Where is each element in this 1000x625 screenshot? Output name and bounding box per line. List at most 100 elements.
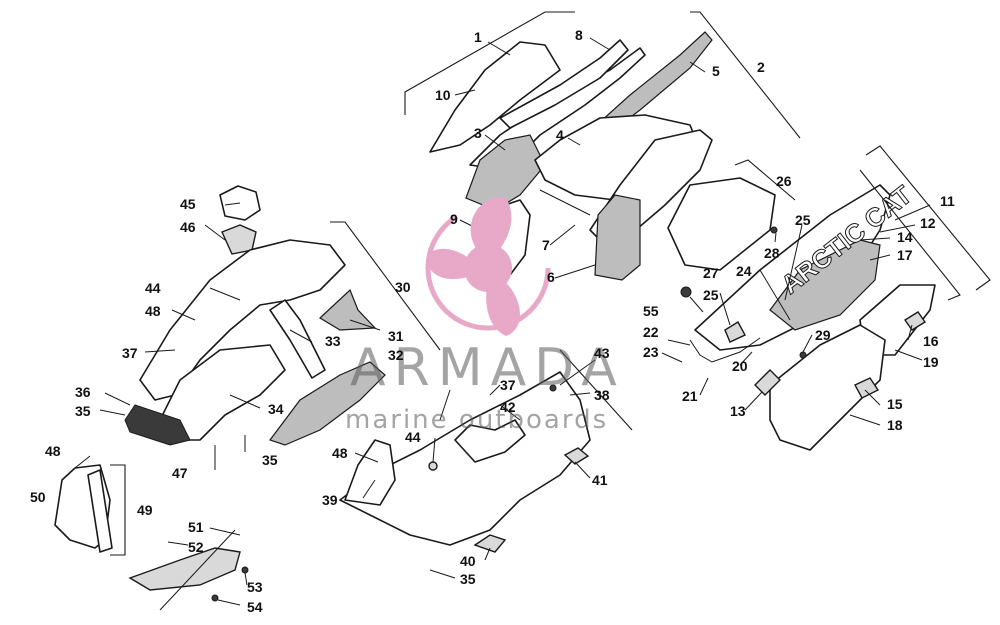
callout-15: 15 <box>887 396 903 412</box>
part-31-pad <box>319 288 377 331</box>
callout-38: 38 <box>594 387 610 403</box>
part-36-bracket <box>124 404 191 446</box>
callout-9: 9 <box>450 211 458 227</box>
part-51-rod <box>159 529 236 611</box>
callout-24: 24 <box>736 263 752 279</box>
bellypan-group <box>339 371 591 553</box>
callout-27: 27 <box>703 265 719 281</box>
callout-44b: 44 <box>405 429 421 445</box>
callout-41: 41 <box>592 472 608 488</box>
group-bracket-2 <box>690 11 801 139</box>
part-42-bellypan <box>339 371 591 546</box>
callout-numbers: 1 2 3 4 5 6 7 8 9 10 11 12 13 14 15 16 1… <box>30 27 955 615</box>
group-bracket-12 <box>859 169 961 301</box>
callout-51: 51 <box>188 519 204 535</box>
part-55-knob <box>680 286 692 298</box>
callout-8: 8 <box>575 27 583 43</box>
callout-35c: 35 <box>460 571 476 587</box>
part-39-side <box>344 439 396 506</box>
part-25-grommet <box>724 321 746 343</box>
callout-52: 52 <box>188 539 204 555</box>
callout-36: 36 <box>75 384 91 400</box>
part-13-vent <box>754 369 781 396</box>
part-37-insert <box>454 419 526 463</box>
part-46-ring <box>221 224 257 255</box>
part-32-panel <box>269 361 386 446</box>
part-44-grommet <box>428 461 438 471</box>
part-15-clip <box>854 377 880 399</box>
callout-45: 45 <box>180 196 196 212</box>
callout-19: 19 <box>923 354 939 370</box>
callout-37a: 37 <box>122 345 138 361</box>
group-bracket-49 <box>110 464 126 556</box>
callout-11: 11 <box>940 193 955 209</box>
callout-21: 21 <box>682 388 698 404</box>
callout-30: 30 <box>395 279 411 295</box>
callout-49: 49 <box>137 502 153 518</box>
callout-48b: 48 <box>332 445 348 461</box>
part-8-strip <box>499 39 629 129</box>
callout-47: 47 <box>172 465 188 481</box>
part-4-leader-line <box>539 189 591 216</box>
part-52-plate <box>128 547 241 591</box>
callout-29: 29 <box>815 327 831 343</box>
callout-53: 53 <box>247 579 263 595</box>
callout-25b: 25 <box>703 287 719 303</box>
small-parts-group <box>54 464 249 611</box>
callout-26: 26 <box>776 173 792 189</box>
propeller-icon <box>425 197 551 336</box>
part-33-support <box>269 299 326 379</box>
callout-34: 34 <box>268 401 284 417</box>
callout-14: 14 <box>897 229 913 245</box>
callout-1: 1 <box>474 29 482 45</box>
group-bracket-30 <box>330 221 441 351</box>
part-29-fastener <box>799 351 807 359</box>
part-40-plug <box>473 534 507 553</box>
callout-13: 13 <box>730 403 746 419</box>
part-10-panel <box>429 41 561 153</box>
callout-50: 50 <box>30 489 46 505</box>
part-28-fastener <box>770 226 778 234</box>
callout-7: 7 <box>542 237 550 253</box>
group-bracket-38 <box>559 349 633 431</box>
callout-48c: 48 <box>45 443 61 459</box>
callout-18: 18 <box>887 417 903 433</box>
callout-28: 28 <box>764 245 780 261</box>
part-41-plug <box>563 447 590 465</box>
callout-55: 55 <box>643 303 659 319</box>
part-49-bracket <box>87 469 113 553</box>
callout-20: 20 <box>732 358 748 374</box>
callout-44a: 44 <box>145 280 161 296</box>
part-18-lower-panel <box>769 324 886 451</box>
part-53-screw <box>241 566 249 574</box>
callout-43: 43 <box>594 345 610 361</box>
callout-31: 31 <box>388 328 404 344</box>
callout-17: 17 <box>897 247 913 263</box>
group-bracket-11 <box>865 145 991 291</box>
watermark-subtitle: marine outboards <box>345 405 608 435</box>
seat-group <box>429 31 713 281</box>
callout-6: 6 <box>547 269 555 285</box>
part-22-cable <box>689 337 761 363</box>
front-hood-group <box>124 185 386 470</box>
part-6-pad <box>594 194 641 281</box>
callout-35a: 35 <box>75 403 91 419</box>
part-16-clip <box>904 311 926 331</box>
leader-lines <box>74 37 931 606</box>
callout-2: 2 <box>757 59 765 75</box>
callout-12: 12 <box>920 215 936 231</box>
callout-4: 4 <box>556 127 564 143</box>
callout-10: 10 <box>435 87 451 103</box>
callout-37b: 37 <box>500 377 516 393</box>
group-bracket-1 <box>404 11 575 115</box>
watermark: ARMADA marine outboards <box>345 197 617 435</box>
part-43-fastener <box>549 384 557 392</box>
callout-40: 40 <box>460 553 476 569</box>
callout-32: 32 <box>388 347 404 363</box>
part-54-nut <box>211 594 219 602</box>
callout-5: 5 <box>712 63 720 79</box>
callout-22: 22 <box>643 324 659 340</box>
callout-42: 42 <box>500 399 516 415</box>
